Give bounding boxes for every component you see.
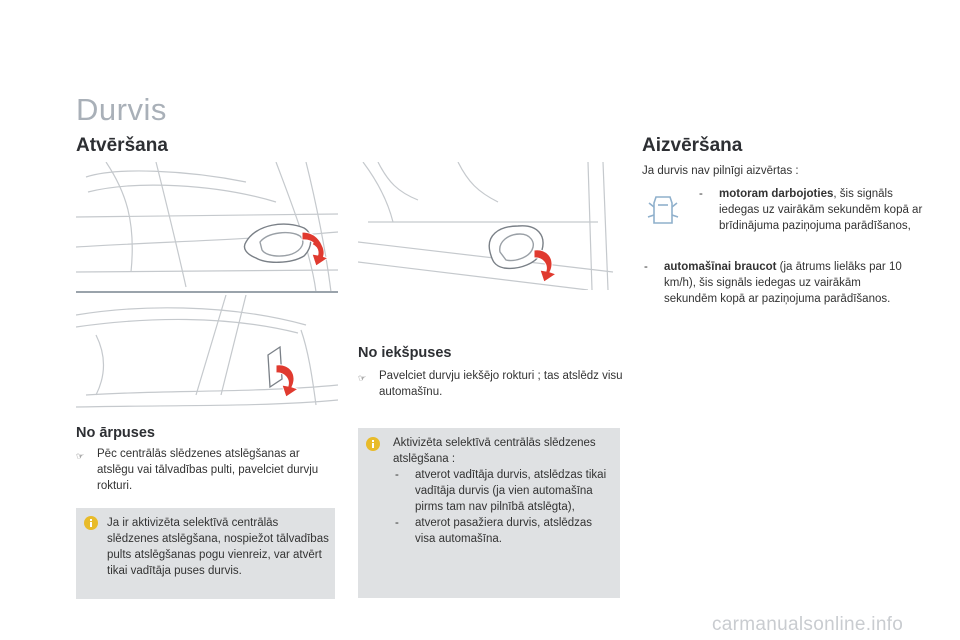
section-divider xyxy=(76,291,338,293)
opening-heading: Atvēršana xyxy=(76,135,168,156)
info-icon xyxy=(366,437,380,451)
outside-instruction-text: Pēc centrālās slēdzenes atslēgšanas ar a… xyxy=(97,448,319,492)
door-open-warning-icon xyxy=(647,196,679,224)
finger-pointer-icon: ☞ xyxy=(76,451,85,461)
interior-door-handle-illustration xyxy=(358,162,614,290)
inside-info-intro: Aktivizēta selektīvā centrālās slēdzenes… xyxy=(393,437,596,465)
inside-instruction-text: Pavelciet durvju iekšējo rokturi ; tas a… xyxy=(379,370,623,398)
info-icon xyxy=(84,516,98,530)
closing-item-1-bold: motoram darbojoties xyxy=(719,188,834,200)
inside-info-item-2: atverot pasažiera durvis, atslēdzas visa… xyxy=(393,515,608,547)
outside-heading: No ārpuses xyxy=(76,425,155,441)
closing-item-1: - motoram darbojoties, šis signāls iedeg… xyxy=(699,188,923,232)
outside-instruction: ☞ Pēc centrālās slēdzenes atslēgšanas ar… xyxy=(76,446,337,494)
watermark: carmanualsonline.info xyxy=(712,614,904,635)
closing-item-2-bold: automašīnai braucot xyxy=(664,261,777,273)
door-side-view-illustration xyxy=(76,295,338,408)
outside-info-text: Ja ir aktivizēta selektīvā centrālās slē… xyxy=(107,517,329,577)
closing-intro: Ja durvis nav pilnīgi aizvērtas : xyxy=(642,165,799,177)
inside-info-item-1: atverot vadītāja durvis, atslēdzas tikai… xyxy=(393,467,608,515)
closing-item-2-text: (ja ātrums lielāks par 10 km/h), šis sig… xyxy=(664,261,902,305)
page-title: Durvis xyxy=(76,92,167,127)
exterior-door-handle-illustration xyxy=(76,162,338,292)
closing-item-2: - automašīnai braucot (ja ātrums lielāks… xyxy=(644,261,902,305)
outside-info-note: Ja ir aktivizēta selektīvā centrālās slē… xyxy=(76,508,335,599)
inside-info-content: Aktivizēta selektīvā centrālās slēdzenes… xyxy=(393,435,608,547)
closing-heading: Aizvēršana xyxy=(642,135,743,156)
inside-info-note: Aktivizēta selektīvā centrālās slēdzenes… xyxy=(358,428,620,598)
finger-pointer-icon: ☞ xyxy=(358,373,367,383)
inside-instruction: ☞ Pavelciet durvju iekšējo rokturi ; tas… xyxy=(358,368,644,400)
closing-item-1-text: , šis signāls iedegas uz vairākām sekund… xyxy=(719,188,923,232)
inside-heading: No iekšpuses xyxy=(358,345,452,361)
